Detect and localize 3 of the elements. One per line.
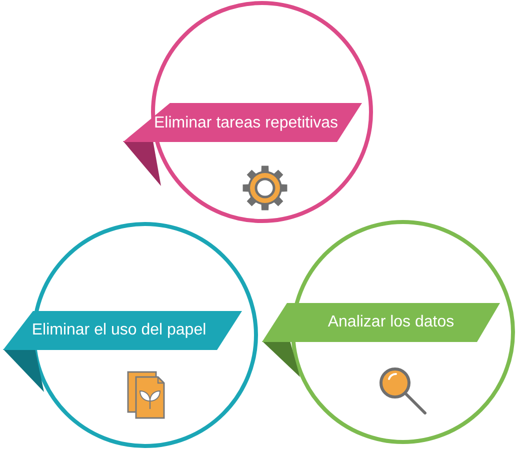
- banner-text: Eliminar el uso del papel: [32, 320, 206, 340]
- banner-text: Eliminar tareas repetitivas: [154, 114, 338, 132]
- banner-text: Analizar los datos: [328, 312, 454, 332]
